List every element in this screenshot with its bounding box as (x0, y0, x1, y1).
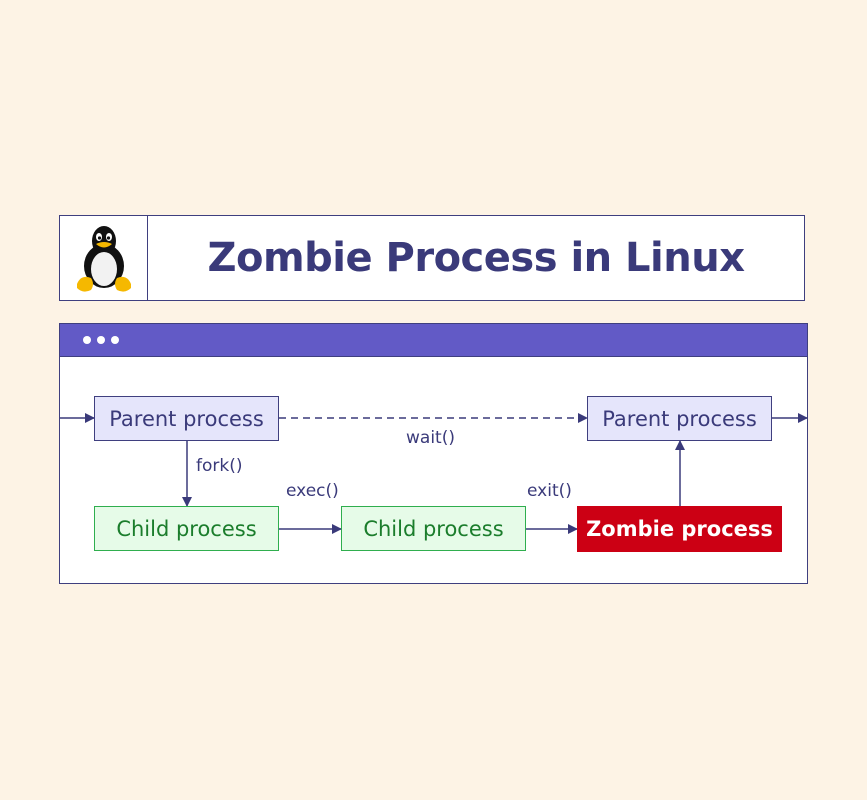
node-parent-process-end: Parent process (587, 396, 772, 441)
node-child-process-forked: Child process (94, 506, 279, 551)
page-title: Zombie Process in Linux (207, 235, 745, 281)
window-titlebar (60, 324, 807, 357)
window-dot-icon (97, 336, 105, 344)
edge-label-exit: exit() (527, 481, 572, 501)
node-parent-process-start: Parent process (94, 396, 279, 441)
window-dot-icon (83, 336, 91, 344)
tux-penguin-icon (76, 226, 131, 292)
header-card: Zombie Process in Linux (59, 215, 805, 301)
edge-label-exec: exec() (286, 481, 339, 501)
edge-label-wait: wait() (406, 428, 455, 448)
node-zombie-process: Zombie process (577, 506, 782, 552)
window-dot-icon (111, 336, 119, 344)
node-child-process-exec: Child process (341, 506, 526, 551)
edge-label-fork: fork() (196, 456, 243, 476)
logo-cell (60, 216, 148, 300)
